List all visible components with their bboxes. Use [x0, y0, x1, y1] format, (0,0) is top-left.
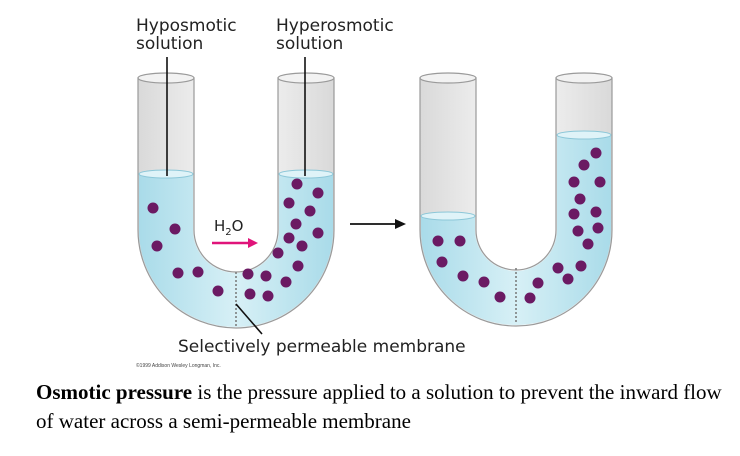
caption-text: is the pressure applied to a solution to…	[36, 380, 722, 433]
hyposmotic-line1: Hyposmotic	[136, 16, 237, 36]
h2o-h: H	[214, 217, 225, 235]
hyposmotic-line2: solution	[136, 34, 203, 54]
tube-water	[139, 174, 333, 327]
hyperosmotic-line2: solution	[276, 34, 343, 54]
membrane-label: Selectively permeable membrane	[178, 337, 466, 357]
u-tube-diagram: Hyposmotic solution Hyperosmotic solutio…	[136, 16, 613, 369]
transition-arrow	[350, 219, 406, 229]
caption-term: Osmotic pressure	[36, 380, 193, 404]
u-tube-after	[419, 72, 613, 327]
caption: Osmotic pressure is the pressure applied…	[36, 378, 726, 436]
h2o-label: H2O	[214, 217, 243, 238]
h2o-o: O	[232, 217, 244, 235]
hyperosmotic-line1: Hyperosmotic	[276, 16, 394, 36]
solute-particles	[432, 147, 606, 304]
h2o-subscript: 2	[225, 227, 231, 238]
u-tube-before	[137, 72, 335, 329]
hyperosmotic-label: Hyperosmotic solution	[276, 16, 399, 54]
copyright-text: ©1999 Addison Wesley Longman, Inc.	[136, 362, 221, 369]
solute-particles	[147, 178, 324, 302]
hyposmotic-label: Hyposmotic solution	[136, 16, 242, 54]
membrane-pointer	[235, 303, 263, 335]
